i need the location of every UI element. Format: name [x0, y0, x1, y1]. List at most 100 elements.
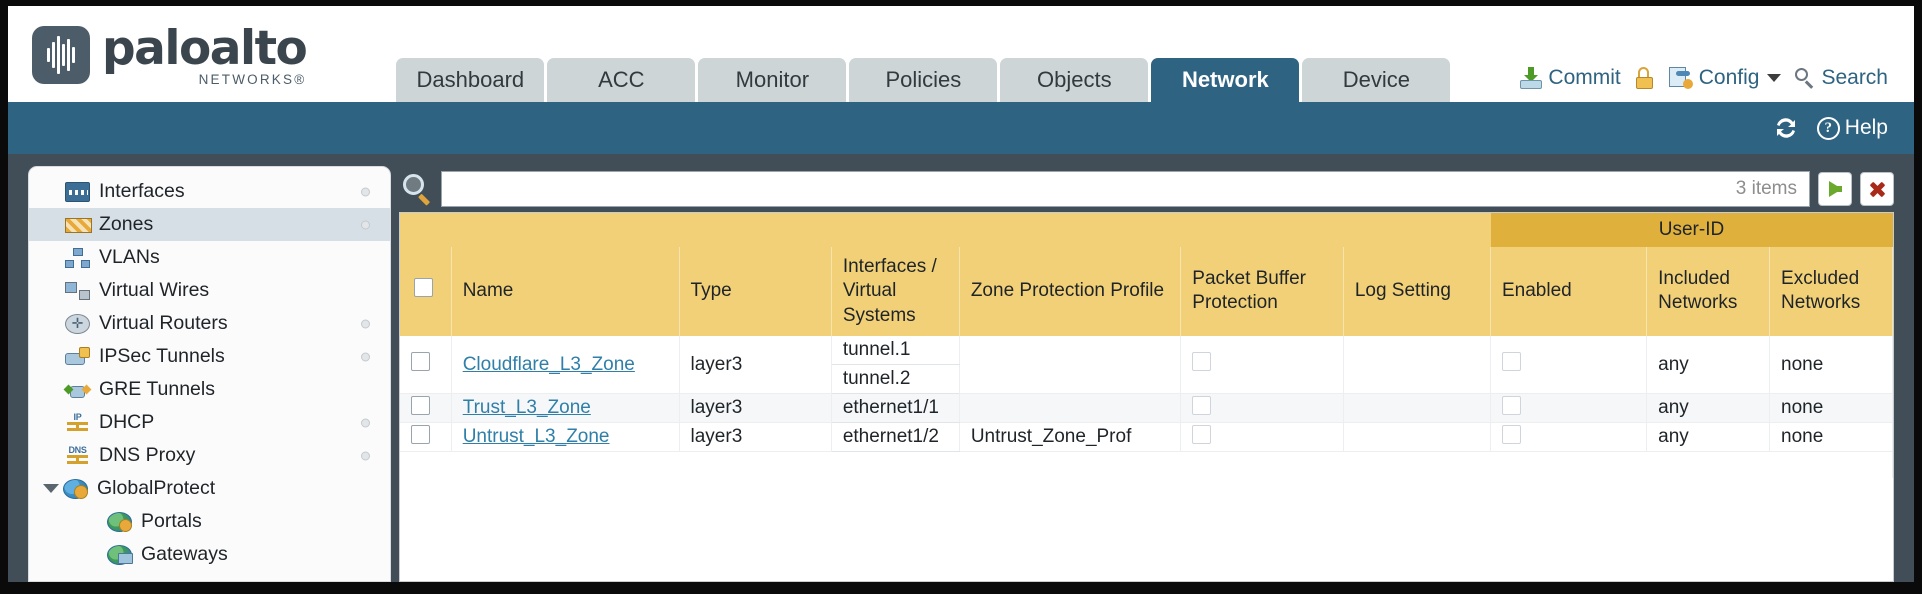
- virtual-routers-icon: [65, 313, 90, 334]
- clear-filter-button[interactable]: [1860, 172, 1894, 206]
- column-header-log-setting[interactable]: Log Setting: [1343, 247, 1492, 336]
- sidebar-item-label: Interfaces: [99, 180, 185, 202]
- expand-triangle-icon[interactable]: [43, 484, 59, 493]
- sidebar-item-dns-proxy[interactable]: DNS DNS Proxy: [29, 439, 390, 472]
- tab-dashboard[interactable]: Dashboard: [396, 58, 545, 102]
- select-all-checkbox[interactable]: [414, 278, 433, 298]
- help-button[interactable]: ? Help: [1816, 116, 1888, 140]
- status-dot: [361, 187, 370, 196]
- zone-link[interactable]: Cloudflare_L3_Zone: [462, 353, 635, 375]
- table-row[interactable]: Trust_L3_Zone layer3 ethernet1/1: [400, 393, 1893, 424]
- cell-excluded-networks: none: [1769, 422, 1893, 453]
- column-header-packet-buffer-protection[interactable]: Packet Buffer Protection: [1180, 247, 1344, 336]
- content-area: Interfaces Zones VLANs Virtual Wires: [8, 154, 1914, 582]
- cell-zone-protection-profile: Untrust_Zone_Prof: [959, 422, 1182, 453]
- search-input[interactable]: [442, 172, 1736, 206]
- main-navigation-tabs: Dashboard ACC Monitor Policies Objects N…: [396, 58, 1451, 102]
- config-menu[interactable]: Config: [1668, 66, 1782, 90]
- logo-mark-icon: [32, 26, 90, 85]
- sidebar-item-label: Zones: [99, 213, 154, 235]
- cell-interface: tunnel.2: [831, 364, 960, 395]
- cell-packet-buffer-protection: [1180, 393, 1344, 424]
- column-header-included-networks[interactable]: Included Networks: [1646, 247, 1771, 336]
- sidebar-item-gateways[interactable]: Gateways: [29, 538, 390, 571]
- sidebar-item-label: Virtual Wires: [99, 279, 210, 301]
- userid-enabled-checkbox[interactable]: [1502, 395, 1521, 415]
- packet-buffer-protection-checkbox[interactable]: [1192, 424, 1212, 444]
- column-header-enabled[interactable]: Enabled: [1490, 247, 1648, 336]
- lock-icon[interactable]: [1635, 67, 1655, 89]
- dhcp-icon: IP: [65, 412, 90, 433]
- zone-link[interactable]: Trust_L3_Zone: [462, 397, 591, 419]
- sidebar-item-interfaces[interactable]: Interfaces: [29, 175, 390, 208]
- commit-icon: [1520, 67, 1543, 89]
- search-button[interactable]: Search: [1795, 66, 1888, 90]
- group-header-spacer: [400, 213, 1491, 247]
- commit-button[interactable]: Commit: [1520, 66, 1621, 90]
- sidebar-item-label: GRE Tunnels: [99, 378, 215, 400]
- sidebar-item-label: DHCP: [99, 411, 155, 433]
- search-field-wrapper[interactable]: 3 items: [441, 171, 1810, 207]
- packet-buffer-protection-checkbox[interactable]: [1192, 395, 1212, 415]
- header-actions: Commit Config Search: [1520, 66, 1888, 90]
- cell-interface: ethernet1/1: [831, 393, 960, 424]
- column-header-excluded-networks[interactable]: Excluded Networks: [1769, 247, 1893, 336]
- group-header-user-id: User-ID: [1490, 213, 1893, 247]
- select-all-header: [400, 247, 452, 336]
- table-empty-filler: [400, 451, 1893, 478]
- row-select-checkbox[interactable]: [411, 424, 430, 444]
- zone-link[interactable]: Untrust_L3_Zone: [462, 426, 610, 448]
- gateways-icon: [107, 544, 133, 565]
- refresh-icon[interactable]: [1773, 116, 1799, 140]
- packet-buffer-protection-checkbox[interactable]: [1192, 352, 1212, 372]
- row-select-checkbox[interactable]: [411, 395, 430, 415]
- column-header-interfaces[interactable]: Interfaces / Virtual Systems: [831, 247, 960, 336]
- cell-interface: tunnel.1: [831, 335, 960, 366]
- tab-monitor[interactable]: Monitor: [698, 58, 847, 102]
- green-arrow-icon: [1828, 181, 1842, 197]
- apply-filter-button[interactable]: [1818, 172, 1852, 206]
- tab-acc[interactable]: ACC: [547, 58, 696, 102]
- sidebar-item-label: VLANs: [99, 246, 160, 268]
- column-header-name[interactable]: Name: [451, 247, 680, 336]
- table-row[interactable]: Cloudflare_L3_Zone layer3 tunnel.1: [400, 335, 1893, 395]
- cell-log-setting: [1343, 393, 1492, 424]
- network-sidebar: Interfaces Zones VLANs Virtual Wires: [28, 166, 391, 582]
- sidebar-item-virtual-wires[interactable]: Virtual Wires: [29, 274, 390, 307]
- sidebar-item-label: Portals: [141, 510, 202, 532]
- status-dot: [361, 418, 370, 427]
- filter-bar: 3 items: [399, 166, 1894, 212]
- cell-userid-enabled: [1490, 422, 1648, 453]
- sidebar-item-dhcp[interactable]: IP DHCP: [29, 406, 390, 439]
- row-select-checkbox[interactable]: [411, 352, 430, 372]
- sidebar-item-portals[interactable]: Portals: [29, 505, 390, 538]
- sidebar-item-globalprotect[interactable]: GlobalProtect: [29, 472, 390, 505]
- cell-name: Untrust_L3_Zone: [451, 422, 680, 453]
- tab-objects[interactable]: Objects: [1000, 58, 1149, 102]
- tab-device[interactable]: Device: [1302, 58, 1451, 102]
- tab-network[interactable]: Network: [1151, 58, 1300, 102]
- sidebar-item-ipsec-tunnels[interactable]: IPSec Tunnels: [29, 340, 390, 373]
- table-row-continuation[interactable]: tunnel.2: [400, 364, 1893, 395]
- sidebar-item-gre-tunnels[interactable]: GRE Tunnels: [29, 373, 390, 406]
- dns-proxy-icon: DNS: [65, 445, 90, 466]
- cell-included-networks: any: [1646, 393, 1771, 424]
- zones-panel: 3 items: [399, 166, 1894, 582]
- cell-excluded-networks: none: [1769, 393, 1893, 424]
- column-header-zone-protection-profile[interactable]: Zone Protection Profile: [959, 247, 1182, 336]
- sidebar-item-zones[interactable]: Zones: [29, 208, 390, 241]
- table-row[interactable]: Untrust_L3_Zone layer3 ethernet1/2 Untru…: [400, 422, 1893, 453]
- sidebar-item-virtual-routers[interactable]: Virtual Routers: [29, 307, 390, 340]
- app-header: paloalto NETWORKS® Dashboard ACC Monitor…: [8, 6, 1914, 102]
- sidebar-item-label: Gateways: [141, 543, 228, 565]
- userid-enabled-checkbox[interactable]: [1502, 424, 1521, 444]
- globalprotect-icon: [63, 478, 88, 499]
- cell-zone-protection-profile: [959, 335, 1182, 395]
- column-header-type[interactable]: Type: [679, 247, 832, 336]
- userid-enabled-checkbox[interactable]: [1502, 352, 1521, 372]
- tab-policies[interactable]: Policies: [849, 58, 998, 102]
- sidebar-item-label: DNS Proxy: [99, 444, 196, 466]
- sidebar-item-vlans[interactable]: VLANs: [29, 241, 390, 274]
- cell-log-setting: [1343, 422, 1492, 453]
